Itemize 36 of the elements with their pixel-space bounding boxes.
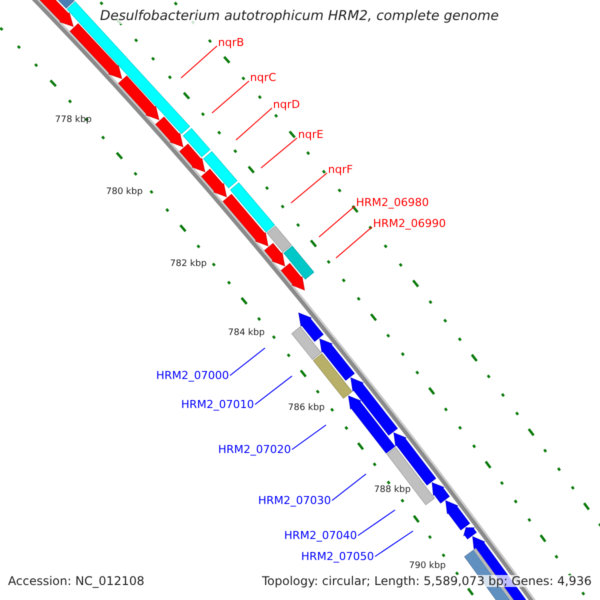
accession-text: Accession: NC_012108 (8, 575, 144, 587)
gene-label: HRM2_06990 (373, 218, 446, 229)
gene-label: HRM2_07050 (301, 551, 374, 562)
gene-label: HRM2_07020 (218, 444, 291, 455)
leader-line (292, 424, 326, 450)
leader-line (358, 510, 396, 536)
gene-label: nqrD (273, 99, 300, 110)
leader-line (212, 80, 250, 114)
gene-label: nqrB (218, 37, 244, 48)
gene-label: HRM2_06980 (356, 197, 429, 208)
leader-line (336, 226, 372, 258)
title: Desulfobacterium autotrophicum HRM2, complete genome (100, 10, 499, 24)
leader-line (290, 172, 328, 204)
leader-line (374, 530, 414, 557)
scale-label: 788 kbp (374, 486, 411, 495)
genome-info-text: Topology: circular; Length: 5,589,073 bp; Genes: 4,936 (262, 575, 592, 587)
leader-line (332, 474, 366, 501)
leader-line (236, 108, 272, 140)
leader-line (230, 348, 266, 376)
gene-label: HRM2_07040 (284, 530, 357, 541)
leader-line (318, 206, 356, 238)
gene-label: nqrE (298, 129, 324, 140)
leader-line (254, 376, 292, 405)
scale-label: 780 kbp (106, 188, 143, 197)
gene-label: HRM2_07030 (258, 495, 331, 506)
scale-label: 784 kbp (228, 329, 265, 338)
gene-label: HRM2_07000 (156, 370, 229, 381)
gene-label: nqrF (328, 164, 353, 175)
scale-label: 778 kbp (55, 116, 92, 125)
scale-label: 782 kbp (170, 260, 207, 269)
gene-label: nqrC (250, 72, 276, 83)
scale-label: 790 kbp (409, 562, 446, 571)
scale-label: 786 kbp (288, 404, 325, 413)
leader-line (180, 46, 218, 78)
leader-line (260, 138, 298, 168)
gene-label: HRM2_07010 (181, 399, 254, 410)
